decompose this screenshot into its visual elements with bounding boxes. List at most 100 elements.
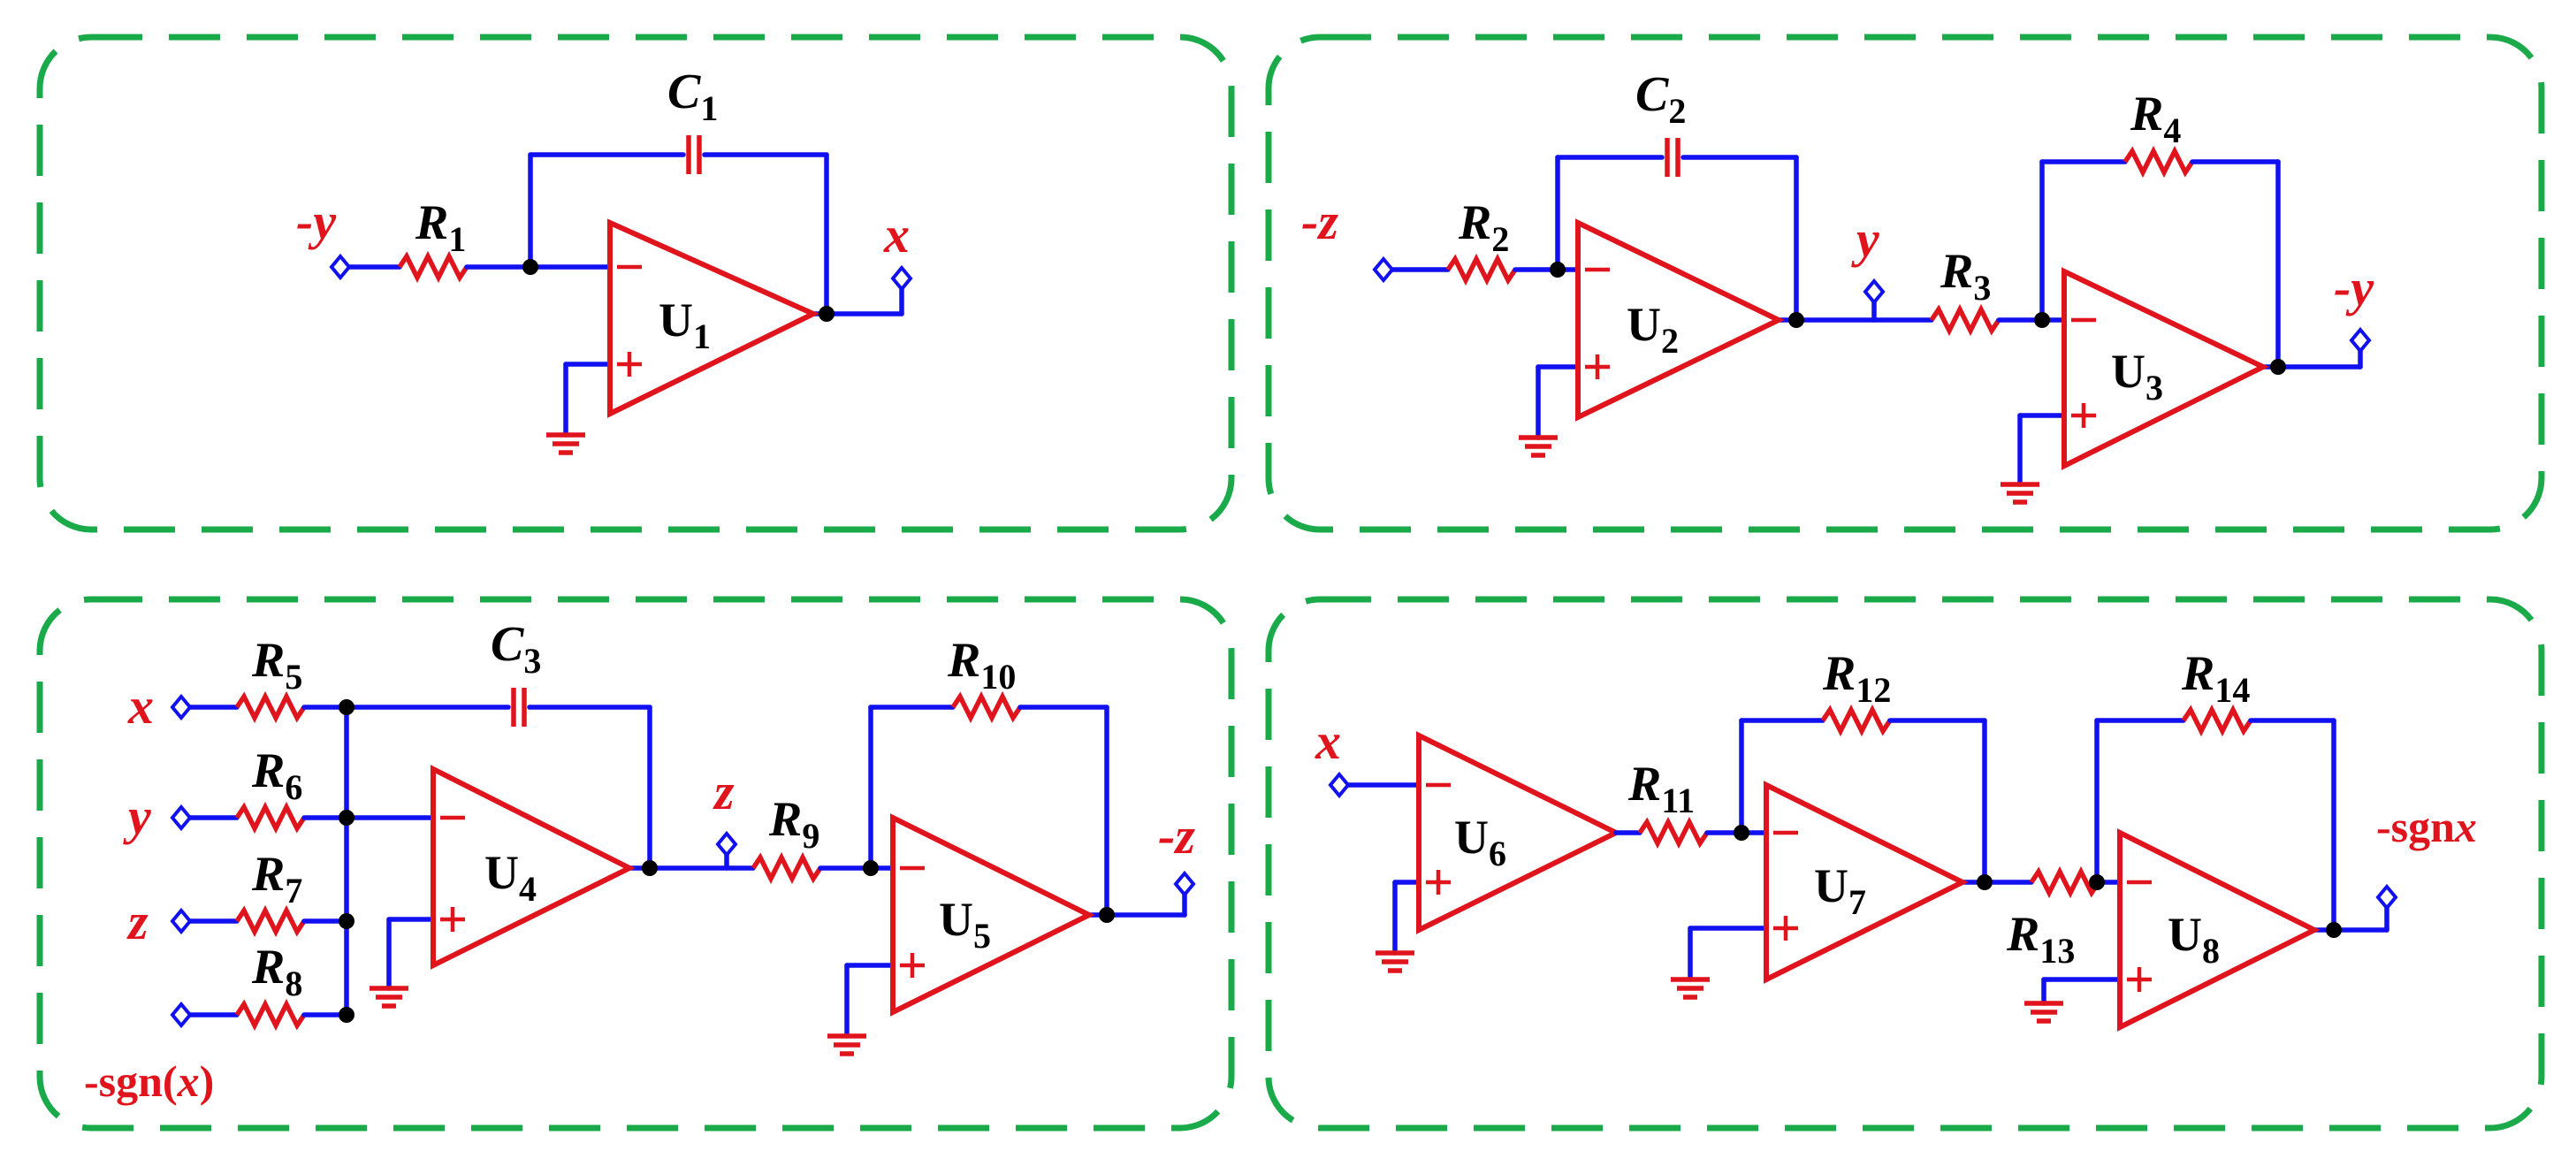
label-u4: U4	[484, 846, 537, 909]
label-r7: R7	[251, 847, 302, 911]
label-r5: R5	[251, 633, 302, 697]
label-r6: R6	[251, 743, 302, 807]
ground-symbol	[2001, 484, 2039, 502]
ground-symbol	[370, 988, 408, 1006]
ground-symbol	[1671, 979, 1710, 997]
opamp-u3	[2062, 267, 2269, 470]
resistor-r7	[237, 911, 304, 932]
resistor-r6	[237, 807, 304, 828]
panel-integrator-y: -z y -y R2 C2 R3 R4 U2 U3	[1265, 34, 2545, 533]
label-u1: U1	[659, 293, 711, 356]
label-u6: U6	[1454, 811, 1506, 873]
signal-z-mid: z	[713, 763, 735, 820]
label-r14: R14	[2181, 646, 2250, 710]
signal-y-in: y	[123, 788, 151, 845]
resistor-r11	[1640, 822, 1707, 843]
junction-node	[339, 810, 354, 826]
signal-minus-sgn-x: -sgn(x)	[84, 1056, 214, 1106]
signal-z-in: z	[126, 893, 149, 950]
junction-node	[339, 1007, 354, 1023]
panel-integrator-z: x y z -sgn(x) z -z R5 R6 R7 R8 C3 R9 R10…	[36, 596, 1235, 1132]
resistor-r10	[953, 697, 1020, 718]
input-port-minus-sgn	[170, 1001, 193, 1029]
resistor-r5	[237, 697, 304, 718]
capacitor-c2	[1667, 138, 1678, 177]
opamp-u4	[431, 765, 636, 970]
input-port-y	[170, 804, 193, 832]
output-port-minus-y	[2349, 326, 2372, 354]
label-r11: R11	[1627, 757, 1695, 820]
opamp-u8	[2117, 828, 2321, 1032]
resistor-r2	[1448, 259, 1515, 280]
signal-minus-y: -y	[296, 193, 336, 250]
resistor-r12	[1823, 710, 1890, 731]
signal-minus-z: -z	[1301, 193, 1338, 250]
ground-symbol	[1376, 953, 1414, 971]
opamp-u2	[1575, 218, 1785, 422]
label-r12: R12	[1822, 646, 1891, 710]
label-u8: U8	[2168, 908, 2220, 971]
junction-node	[1734, 825, 1749, 841]
label-r13: R13	[2006, 907, 2075, 971]
label-u5: U5	[939, 893, 991, 956]
signal-minus-z-out: -z	[1158, 807, 1195, 865]
junction-node	[863, 860, 879, 876]
junction-node	[522, 259, 538, 275]
input-port-minus-y	[329, 253, 352, 281]
panel-frame-bottom-right	[1265, 596, 2545, 1132]
signal-x-sign-in: x	[1315, 713, 1341, 770]
label-c2: C2	[1635, 67, 1686, 131]
junction-node	[642, 860, 658, 876]
opamp-u5	[890, 813, 1095, 1017]
junction-node	[1550, 262, 1566, 278]
resistor-r3	[1932, 309, 1999, 331]
label-c3: C3	[491, 617, 541, 681]
label-r4: R4	[2130, 87, 2181, 150]
input-port-x	[170, 693, 193, 721]
output-port-minus-z	[1173, 870, 1196, 898]
resistor-r9	[753, 857, 820, 879]
opamp-u6	[1416, 731, 1622, 934]
panel-integrator-x: -y x R1 C1 U1	[36, 34, 1235, 533]
label-r2: R2	[1458, 195, 1509, 259]
label-c1: C1	[667, 65, 718, 128]
junction-node	[2326, 922, 2342, 938]
junction-node	[1099, 907, 1115, 923]
input-port-minus-z	[1372, 255, 1395, 284]
input-port-x-sign	[1328, 771, 1351, 799]
junction-node	[1788, 312, 1804, 328]
resistor-r1	[400, 256, 467, 278]
probe-port-y	[1863, 278, 1886, 306]
label-u2: U2	[1627, 298, 1679, 361]
panel-frame-top-right	[1265, 34, 2545, 533]
signal-minus-sgnx: -sgnx	[2376, 802, 2477, 851]
junction-node	[2034, 312, 2050, 328]
signal-y: y	[1851, 210, 1879, 268]
output-port-minus-sgnx	[2375, 883, 2398, 911]
junction-node	[2089, 874, 2105, 890]
panel-frame-top-left	[36, 34, 1235, 533]
ground-symbol	[2024, 1003, 2063, 1021]
resistor-r8	[237, 1004, 304, 1025]
capacitor-c1	[689, 135, 699, 174]
junction-node	[819, 306, 835, 322]
junction-node	[2270, 359, 2286, 375]
label-r3: R3	[1940, 244, 1991, 308]
label-r9: R9	[768, 792, 819, 856]
signal-minus-y-out: -y	[2334, 259, 2374, 316]
opamp-u7	[1764, 781, 1969, 984]
ground-symbol	[1519, 438, 1558, 455]
resistor-r13	[2031, 872, 2099, 893]
capacitor-c3	[514, 688, 524, 727]
label-u7: U7	[1814, 859, 1866, 922]
label-r10: R10	[947, 633, 1016, 697]
input-port-z	[170, 907, 193, 935]
signal-x: x	[883, 206, 910, 263]
ground-symbol	[827, 1036, 866, 1054]
opamp-u1	[607, 218, 820, 418]
junction-node	[339, 913, 354, 929]
junction-node	[1977, 874, 1993, 890]
junction-node	[339, 699, 354, 715]
label-u3: U3	[2111, 345, 2163, 408]
